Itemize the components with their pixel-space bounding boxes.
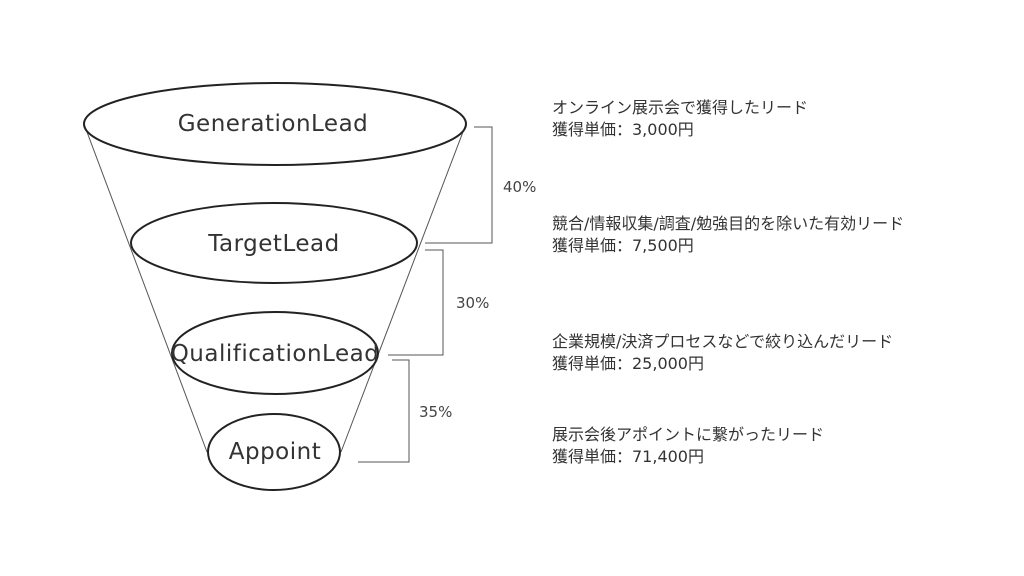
stage-description-generation: オンライン展示会で獲得したリード 獲得単価：3,000円: [552, 97, 808, 141]
acquisition-cost: 獲得単価：71,400円: [552, 447, 704, 466]
description-text: 企業規模/決済プロセスなどで絞り込んだリード: [552, 332, 894, 351]
acquisition-cost: 獲得単価：7,500円: [552, 236, 694, 255]
conversion-rate-3: 35%: [419, 403, 452, 421]
stage-description-target: 競合/情報収集/調査/勉強目的を除いた有効リード 獲得単価：7,500円: [552, 213, 904, 257]
stage-ellipse-target: [130, 202, 418, 284]
acquisition-cost: 獲得単価：3,000円: [552, 120, 694, 139]
description-text: 展示会後アポイントに繋がったリード: [552, 425, 825, 444]
stage-label-appoint: Appoint: [229, 439, 322, 465]
acquisition-cost: 獲得単価：25,000円: [552, 354, 704, 373]
stage-ellipse-qualification: [171, 311, 379, 395]
description-text: オンライン展示会で獲得したリード: [552, 98, 809, 117]
conversion-rate-2: 30%: [456, 294, 489, 312]
stage-label-qualification: QualificationLead: [171, 341, 380, 367]
stage-label-target: TargetLead: [207, 231, 339, 257]
conversion-bracket-3: [358, 359, 410, 463]
conversion-rate-1: 40%: [503, 178, 536, 196]
funnel-side-right: [340, 123, 467, 453]
stage-ellipse-appoint: [207, 413, 341, 491]
conversion-bracket-1: [425, 126, 493, 244]
stage-label-generation: GenerationLead: [178, 111, 369, 137]
description-text: 競合/情報収集/調査/勉強目的を除いた有効リード: [552, 214, 905, 233]
stage-description-appoint: 展示会後アポイントに繋がったリード 獲得単価：71,400円: [552, 424, 824, 468]
stage-ellipse-generation: [83, 82, 467, 166]
funnel-side-left: [83, 123, 208, 453]
stage-description-qualification: 企業規模/決済プロセスなどで絞り込んだリード 獲得単価：25,000円: [552, 331, 893, 375]
conversion-bracket-2: [388, 249, 444, 356]
